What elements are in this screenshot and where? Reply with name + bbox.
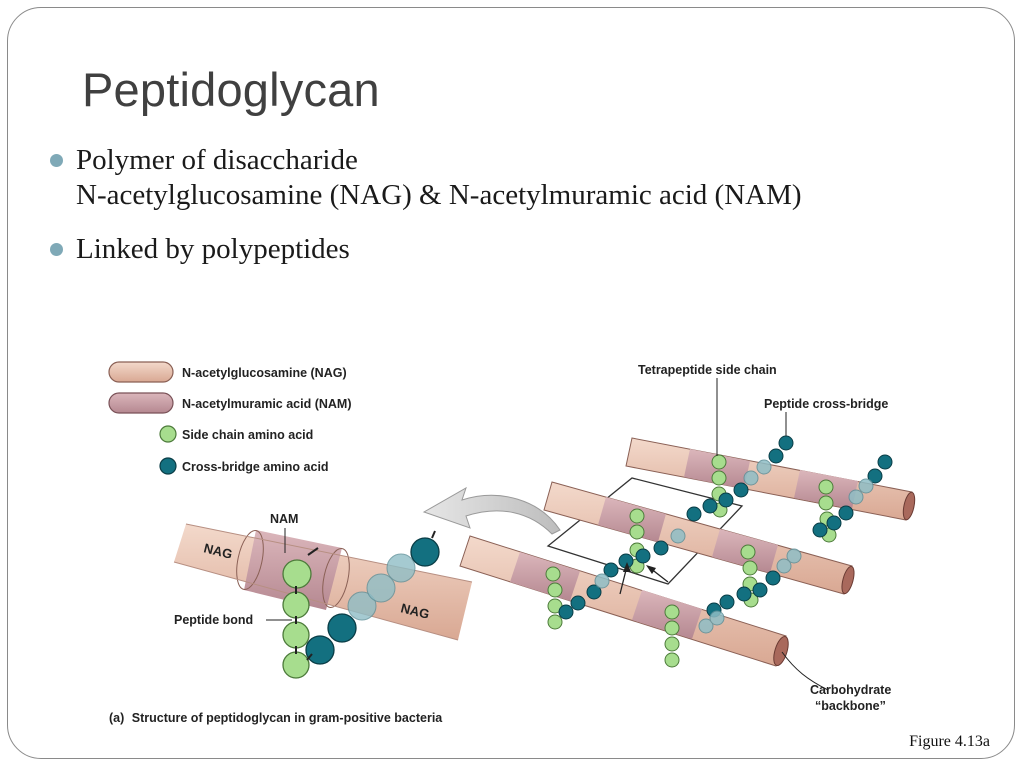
enlarged-nag-label-2: NAG xyxy=(399,600,431,622)
enlarged-view: NAG NAG NAM Peptide bond xyxy=(173,512,473,679)
bullet-dot-icon xyxy=(50,154,63,167)
slide-title: Peptidoglycan xyxy=(82,63,380,116)
slide-frame xyxy=(7,7,1015,759)
legend-nam-label: N-acetylmuramic acid (NAM) xyxy=(182,397,352,411)
legend-side-chain: Side chain amino acid xyxy=(159,425,313,443)
caption-prefix: (a) xyxy=(109,711,124,725)
peptide-bond-label: Peptide bond xyxy=(174,613,253,627)
backbone-label-line1: Carbohydrate xyxy=(810,683,891,697)
caption-text: Structure of peptidoglycan in gram-posit… xyxy=(132,711,444,725)
figure-reference: Figure 4.13a xyxy=(909,733,990,750)
enlarged-nag-label-1: NAG xyxy=(202,540,234,562)
tetrapeptide-label: Tetrapeptide side chain xyxy=(638,363,777,377)
zoom-arrow-icon xyxy=(422,486,561,535)
bullet-list: Polymer of disaccharide N-acetylglucosam… xyxy=(50,143,802,286)
bullet-text-continuation: N-acetylglucosamine (NAG) & N-acetylmura… xyxy=(76,179,802,211)
legend: N-acetylglucosamine (NAG) N-acetylmurami… xyxy=(108,361,352,475)
cross-bridge-label: Peptide cross-bridge xyxy=(764,397,888,411)
bullet-item: Linked by polypeptides xyxy=(50,232,802,267)
bullet-dot-icon xyxy=(50,243,63,256)
legend-nam: N-acetylmuramic acid (NAM) xyxy=(108,392,352,414)
lattice xyxy=(459,378,916,691)
diagram-caption: (a) Structure of peptidoglycan in gram-p… xyxy=(109,711,443,725)
bullet-text: Polymer of disaccharide xyxy=(76,144,358,176)
legend-nag: N-acetylglucosamine (NAG) xyxy=(108,361,347,383)
legend-cross-bridge: Cross-bridge amino acid xyxy=(159,457,329,475)
legend-nag-label: N-acetylglucosamine (NAG) xyxy=(182,366,347,380)
legend-cross-bridge-label: Cross-bridge amino acid xyxy=(182,460,329,474)
backbone-label-line2: “backbone” xyxy=(815,699,886,713)
bullet-text: Linked by polypeptides xyxy=(76,233,350,265)
bullet-item: Polymer of disaccharide N-acetylglucosam… xyxy=(50,143,802,213)
nam-label: NAM xyxy=(270,512,298,526)
legend-side-chain-label: Side chain amino acid xyxy=(182,428,313,442)
